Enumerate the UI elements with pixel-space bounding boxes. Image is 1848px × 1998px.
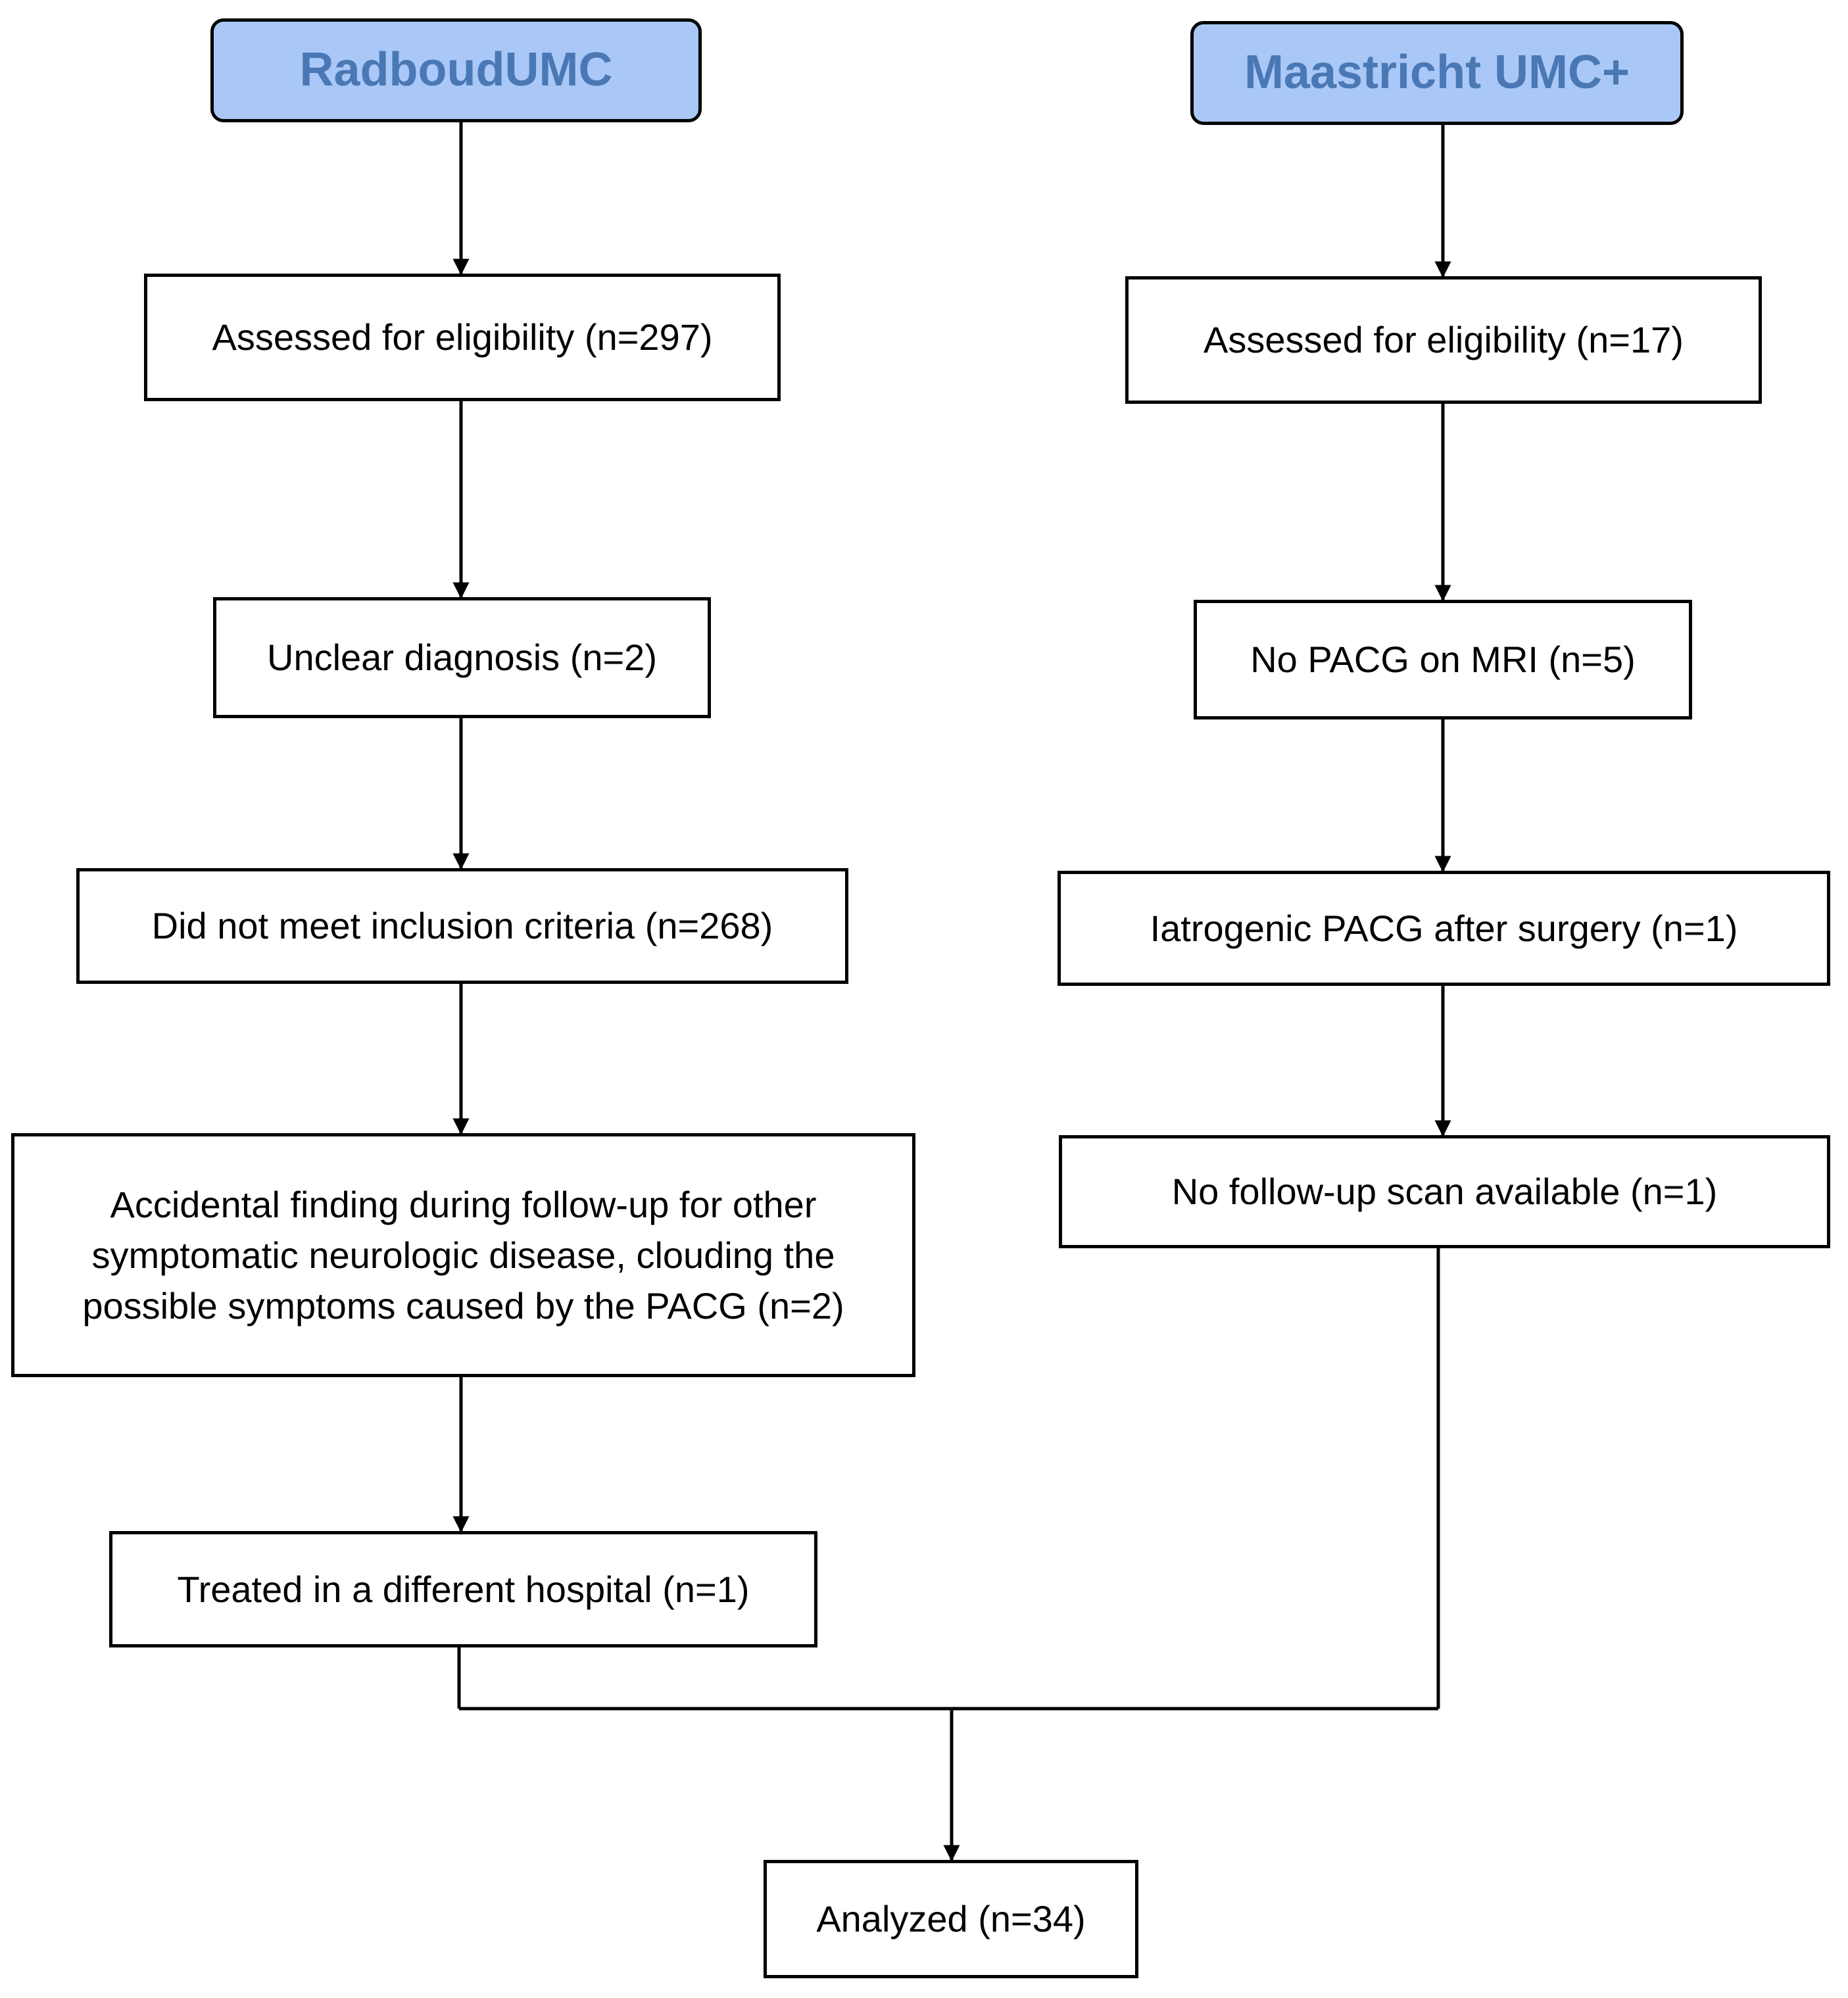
step-did-not-meet-criteria: Did not meet inclusion criteria (n=268) — [76, 868, 848, 984]
step-unclear-diagnosis: Unclear diagnosis (n=2) — [213, 597, 711, 718]
step-text: Did not meet inclusion criteria (n=268) — [151, 905, 773, 947]
step-text: Iatrogenic PACG after surgery (n=1) — [1150, 907, 1738, 949]
step-text: Treated in a different hospital (n=1) — [177, 1568, 750, 1610]
site-label-maastricht: Maastricht UMC+ — [1244, 46, 1630, 99]
step-treated-different-hospital: Treated in a different hospital (n=1) — [109, 1531, 817, 1647]
step-text: Assessed for eligibility (n=297) — [212, 316, 713, 358]
result-text: Analyzed (n=34) — [816, 1898, 1086, 1940]
step-accidental-finding: Accidental finding during follow-up for … — [11, 1133, 915, 1377]
site-label-radboudumc: RadboudUMC — [299, 43, 613, 97]
site-header-maastricht: Maastricht UMC+ — [1190, 21, 1684, 125]
site-header-radboudumc: RadboudUMC — [210, 18, 702, 122]
step-no-followup-scan: No follow-up scan available (n=1) — [1059, 1135, 1830, 1248]
step-text: No follow-up scan available (n=1) — [1171, 1171, 1718, 1213]
step-text: Assessed for eligibility (n=17) — [1204, 319, 1684, 361]
step-assessed-eligibility-right: Assessed for eligibility (n=17) — [1125, 276, 1762, 404]
result-analyzed: Analyzed (n=34) — [764, 1860, 1138, 1978]
step-text: Accidental finding during follow-up for … — [82, 1183, 844, 1327]
step-text: Unclear diagnosis (n=2) — [267, 637, 657, 679]
step-no-pacg-on-mri: No PACG on MRI (n=5) — [1194, 600, 1692, 719]
step-iatrogenic-pacg: Iatrogenic PACG after surgery (n=1) — [1058, 871, 1830, 986]
step-text: No PACG on MRI (n=5) — [1250, 639, 1636, 681]
step-assessed-eligibility-left: Assessed for eligibility (n=297) — [144, 274, 781, 401]
